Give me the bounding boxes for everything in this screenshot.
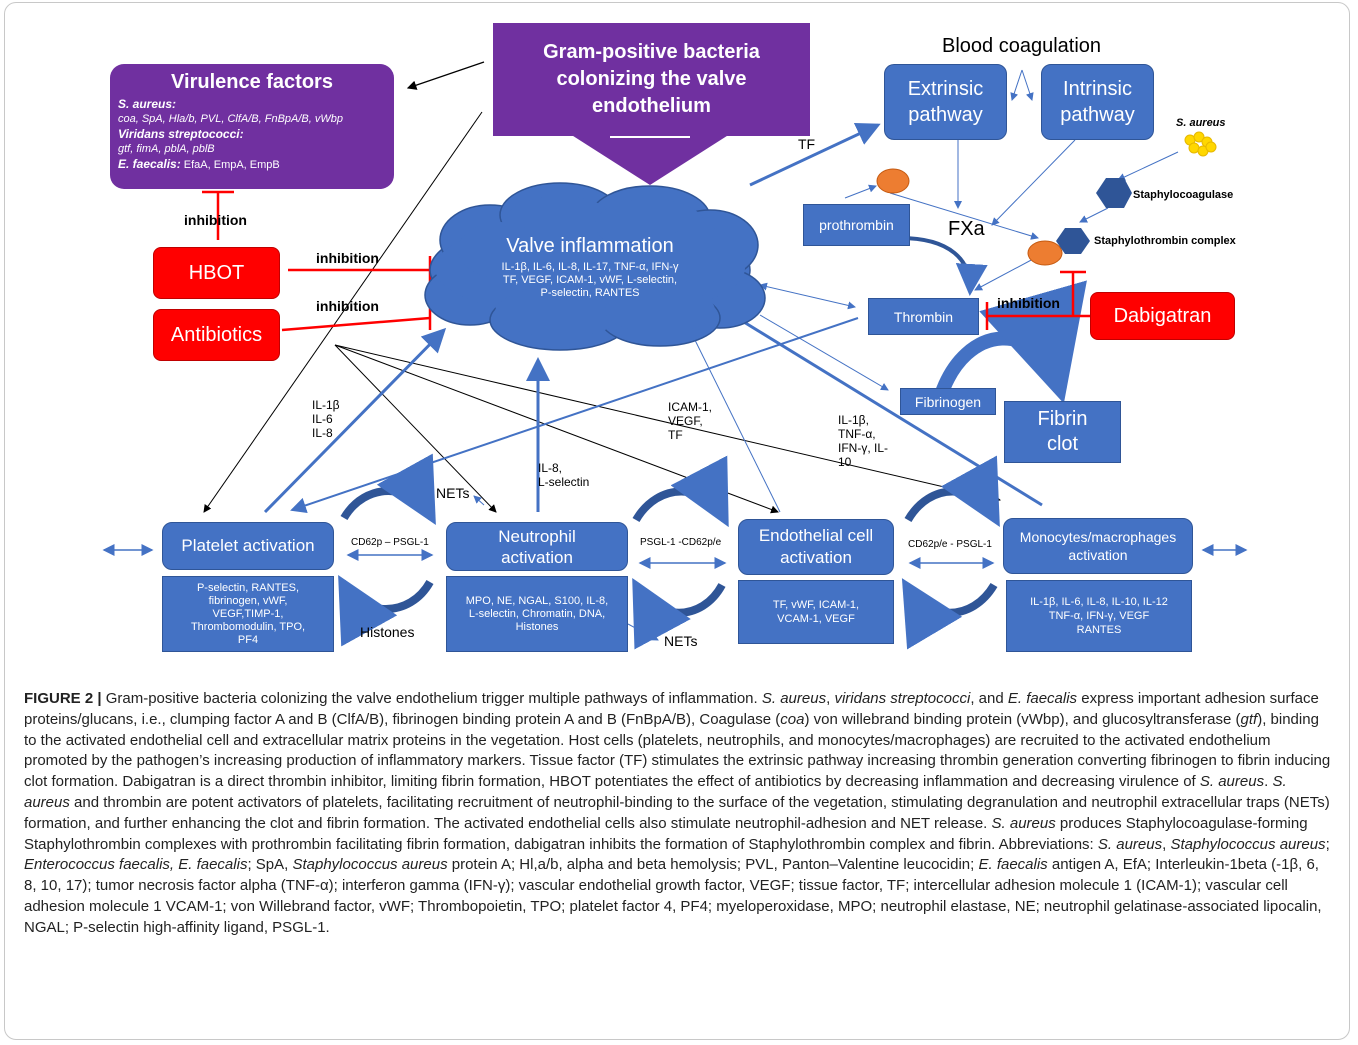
arrow-to-virulence [406,61,485,90]
s-aureus-cluster [1184,131,1217,157]
caption-label: FIGURE 2 | [24,690,102,707]
neutrophil-markers-box: MPO, NE, NGAL, S100, IL-8, L-selectin, C… [446,576,628,652]
il8-lselectin-label: IL-8, L-selectin [538,461,590,489]
staphylothrombin-hexagon [1056,228,1090,254]
complex-oval [1027,240,1063,266]
arrow-intrinsic-fxa [991,139,1076,226]
arrow-inflammation-fibrinogen [759,314,889,391]
faecalis-label: E. faecalis: [118,157,181,171]
monocyte-activation-box: Monocytes/macrophages activation [1003,518,1193,574]
arrow-endothelial-inflammation [689,329,781,513]
line-to-neutrophil [334,344,497,513]
psgl1-cd62pe-label: PSGL-1 -CD62p/e [640,537,722,548]
arrow-platelet-inflammation [263,327,447,514]
blood-coagulation-title: Blood coagulation [942,35,1102,57]
antibiotics-box: Antibiotics [153,309,280,361]
staphylocoagulase-label: Staphylocoagulase [1133,189,1234,201]
line-bacteria-to-platelet [203,111,483,513]
monocyte-markers-box: IL-1β, IL-6, IL-8, IL-10, IL-12 TNF-α, I… [1006,580,1192,652]
il-mono-label: IL-1β, TNF-α, IFN-γ, IL- 10 [838,413,888,469]
cd62p-psgl1-label: CD62p – PSGL-1 [351,537,429,548]
s-aureus-list: coa, SpA, Hla/b, PVL, ClfA/B, FnBpA/B, v… [118,113,343,125]
il-platelet-label: IL-1β IL-6 IL-8 [312,398,340,440]
virulence-title: Virulence factors [171,71,333,93]
endothelial-markers-box: TF, vWF, ICAM-1, VCAM-1, VEGF [738,580,894,644]
platelet-activation-box: Platelet activation [162,522,334,570]
hbot-box: HBOT [153,247,280,299]
nets-label-bottom: NETs [664,633,698,649]
prothrombin-box: prothrombin [803,204,910,246]
curve-fxa-thrombin [899,236,988,296]
nets-label-top: NETs [436,485,470,501]
fxa-label: FXa [948,218,985,240]
prothrombin-oval [876,168,910,194]
fibrin-clot-box: Fibrin clot [1004,401,1121,463]
line-to-mono [334,344,1001,503]
arrow-tf-extrinsic [749,123,881,187]
viridans-label: Viridans streptococci [118,127,240,141]
staphylocoagulase-hexagon [1096,178,1132,208]
dabigatran-box: Dabigatran [1090,292,1235,340]
virulence-factors-box: Virulence factors S. aureus: coa, SpA, H… [110,64,394,189]
icam-vegf-tf-label: ICAM-1, VEGF, TF [668,400,713,442]
neutrophil-activation-box: Neutrophil activation [446,522,628,571]
viridans-list: gtf, fimA, pblA, pblB [118,143,215,155]
extrinsic-pathway-box: Extrinsic pathway [884,64,1007,140]
histones-label: Histones [360,624,415,640]
s-aureus-coag-label: S. aureus [1176,117,1226,129]
arrow-inflammation-thrombin [759,282,856,310]
faecalis-list: EfaA, EmpA, EmpB [183,159,280,171]
thrombin-box: Thrombin [868,298,979,335]
fibrinogen-box: Fibrinogen [900,388,996,415]
platelet-markers-box: P-selectin, RANTES, fibrinogen, vWF, VEG… [162,576,334,652]
figure-frame [4,2,1350,1040]
inhibition-label-virulence: inhibition [184,212,247,228]
s-aureus-label: S. aureus [118,97,173,111]
inhibition-label-antibiotics: inhibition [316,298,379,314]
inflammation-title: Valve inflammation [506,235,674,257]
endothelial-activation-box: Endothelial cell activation [738,519,894,575]
bacteria-down-arrow [570,134,730,185]
intrinsic-pathway-box: Intrinsic pathway [1041,64,1154,140]
curve-fibrinogen-fibrin [933,280,1087,404]
inhibition-label-dabigatran: inhibition [997,295,1060,311]
gram-positive-box: Gram-positive bacteria colonizing the va… [493,23,810,136]
inflammation-markers: IL-1β, IL-6, IL-8, IL-17, TNF-α, IFN-γ T… [501,261,679,299]
figure-caption: FIGURE 2 | Gram-positive bacteria coloni… [24,690,1331,936]
tf-label: TF [798,136,816,152]
cd62pe-psgl1-label: CD62p/e - PSGL-1 [908,539,992,550]
staphylothrombin-label: Staphylothrombin complex [1094,235,1236,247]
inhibition-label-hbot: inhibition [316,250,379,266]
